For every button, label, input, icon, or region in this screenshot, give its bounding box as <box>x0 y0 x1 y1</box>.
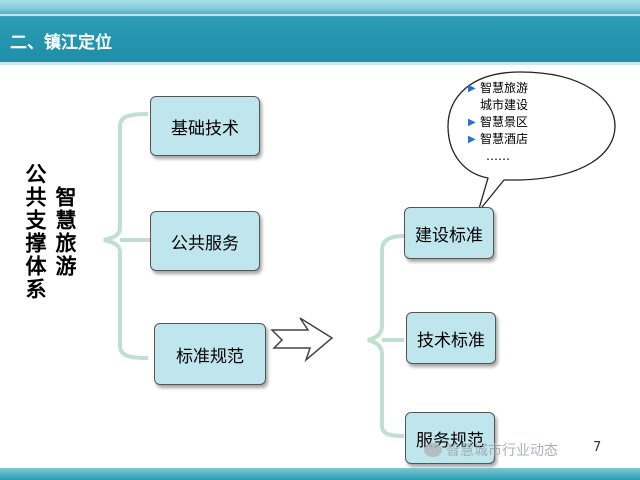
triangle-bullet-icon: ▶ <box>468 117 476 128</box>
page-number: 7 <box>593 440 602 455</box>
right-bracket <box>367 234 405 438</box>
watermark: 智慧城市行业动态 <box>424 440 558 460</box>
label-public-support-system: 公共支撑体系 <box>23 163 48 301</box>
bubble-list: ▶智慧旅游 城市建设 ▶智慧景区 ▶智慧酒店 …… <box>468 80 528 165</box>
block-arrow <box>270 317 334 363</box>
triangle-bullet-icon: ▶ <box>468 83 476 94</box>
bubble-item-3: ▶智慧景区 <box>468 115 529 129</box>
bubble-item-1: ▶智慧旅游 <box>468 81 529 95</box>
bubble-ellipsis: …… <box>486 149 510 163</box>
speech-bubble <box>447 71 616 213</box>
watermark-text: 智慧城市行业动态 <box>446 443 558 459</box>
bubble-item-2: 城市建设 <box>480 98 529 112</box>
bottom-bar <box>0 468 640 480</box>
box-construction-standard: 建设标准 <box>404 207 494 259</box>
box-basic-tech: 基础技术 <box>150 96 260 156</box>
label-smart-tourism: 智慧旅游 <box>53 186 78 278</box>
triangle-bullet-icon: ▶ <box>468 134 476 145</box>
title-divider <box>0 62 640 65</box>
page-title: 二、镇江定位 <box>10 33 112 53</box>
header-stripe <box>0 14 640 16</box>
bubble-item-4: ▶智慧酒店 <box>468 132 529 146</box>
box-standards: 标准规范 <box>154 323 266 385</box>
box-public-service: 公共服务 <box>150 211 260 271</box>
box-technical-standard: 技术标准 <box>406 312 496 364</box>
header-bar: 二、镇江定位 <box>0 0 640 62</box>
left-bracket <box>103 112 149 360</box>
wechat-icon <box>424 443 442 457</box>
